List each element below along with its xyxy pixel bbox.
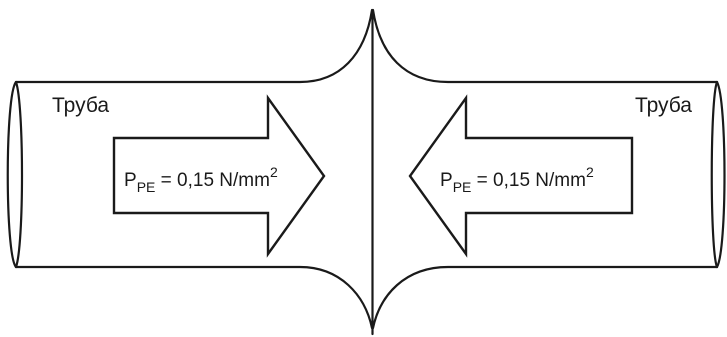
- left-pipe-bottom-edge: [14, 265, 374, 330]
- left-pipe: [6, 8, 374, 330]
- left-pipe-top-edge: [14, 8, 374, 84]
- right-pressure-label: PPE = 0,15 N/mm2: [440, 164, 594, 195]
- right-pipe-bottom-edge: [371, 265, 719, 330]
- right-pressure-value: = 0,15 N/mm: [471, 170, 586, 191]
- left-pressure-value: = 0,15 N/mm: [155, 170, 270, 191]
- right-pipe-label: Труба: [635, 94, 692, 117]
- right-pressure-symbol: P: [440, 170, 453, 191]
- right-pipe-end-cap-outer: [715, 80, 726, 269]
- right-pipe-end-cap: [710, 80, 719, 269]
- left-pressure-label: PPE = 0,15 N/mm2: [124, 164, 278, 195]
- left-pipe-end-cap-inner: [14, 80, 24, 269]
- left-pressure-subscript: PE: [137, 179, 156, 195]
- right-pressure-superscript: 2: [586, 164, 594, 180]
- left-pipe-end-cap: [6, 80, 18, 269]
- left-pressure-superscript: 2: [270, 164, 278, 180]
- left-pipe-label: Труба: [52, 94, 109, 117]
- left-pressure-symbol: P: [124, 170, 137, 191]
- right-pipe-top-edge: [371, 8, 719, 84]
- pressure-arrow-right: [112, 94, 326, 258]
- right-pipe: [371, 8, 726, 330]
- pressure-arrow-left: [408, 94, 634, 258]
- right-pressure-subscript: PE: [453, 179, 472, 195]
